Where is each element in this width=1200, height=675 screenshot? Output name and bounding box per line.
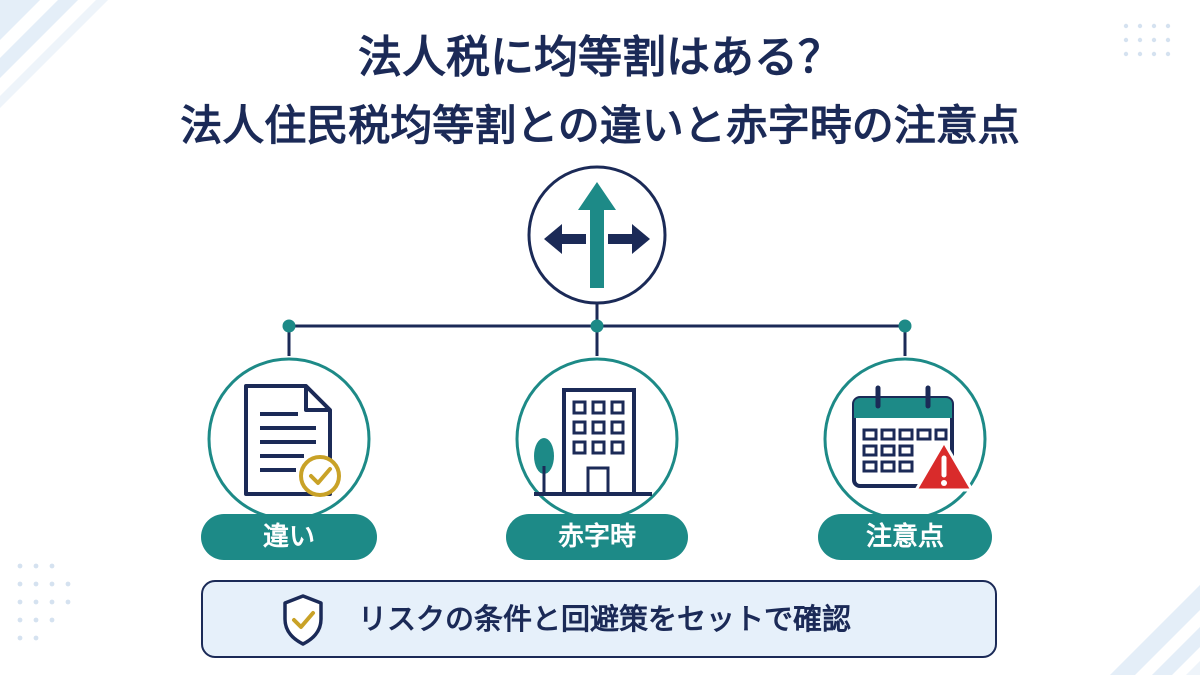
title-line-1: 法人税に均等割はある？	[358, 32, 842, 83]
direction-arrows-icon	[544, 182, 650, 288]
branch-label-difference: 違い	[201, 514, 377, 560]
junction-dot-center	[590, 319, 604, 333]
dot-grid-bottom-left	[17, 563, 71, 641]
corner-stripes-top-left	[0, 0, 108, 108]
branch-label-deficit: 赤字時	[506, 514, 688, 560]
document-check-icon	[244, 384, 341, 497]
junction-dot-right	[898, 319, 912, 333]
hub-circle	[527, 165, 667, 305]
branch-circle-caution	[823, 357, 987, 521]
callout-text: リスクの条件と回避策をセットで確認	[358, 602, 852, 636]
office-building-icon	[534, 388, 652, 496]
branch-circle-deficit	[515, 357, 679, 521]
title-line-2: 法人住民税均等割との違いと赤字時の注意点	[180, 101, 1020, 150]
branch-circle-difference	[207, 357, 371, 521]
calendar-warning-icon	[852, 385, 974, 492]
shield-check-icon	[283, 594, 323, 646]
dot-grid-top-right	[1123, 23, 1171, 57]
junction-dot-left	[282, 319, 296, 333]
corner-stripes-bottom-right	[1110, 585, 1200, 675]
summary-callout: リスクの条件と回避策をセットで確認	[201, 580, 997, 658]
branch-label-caution: 注意点	[818, 514, 992, 560]
